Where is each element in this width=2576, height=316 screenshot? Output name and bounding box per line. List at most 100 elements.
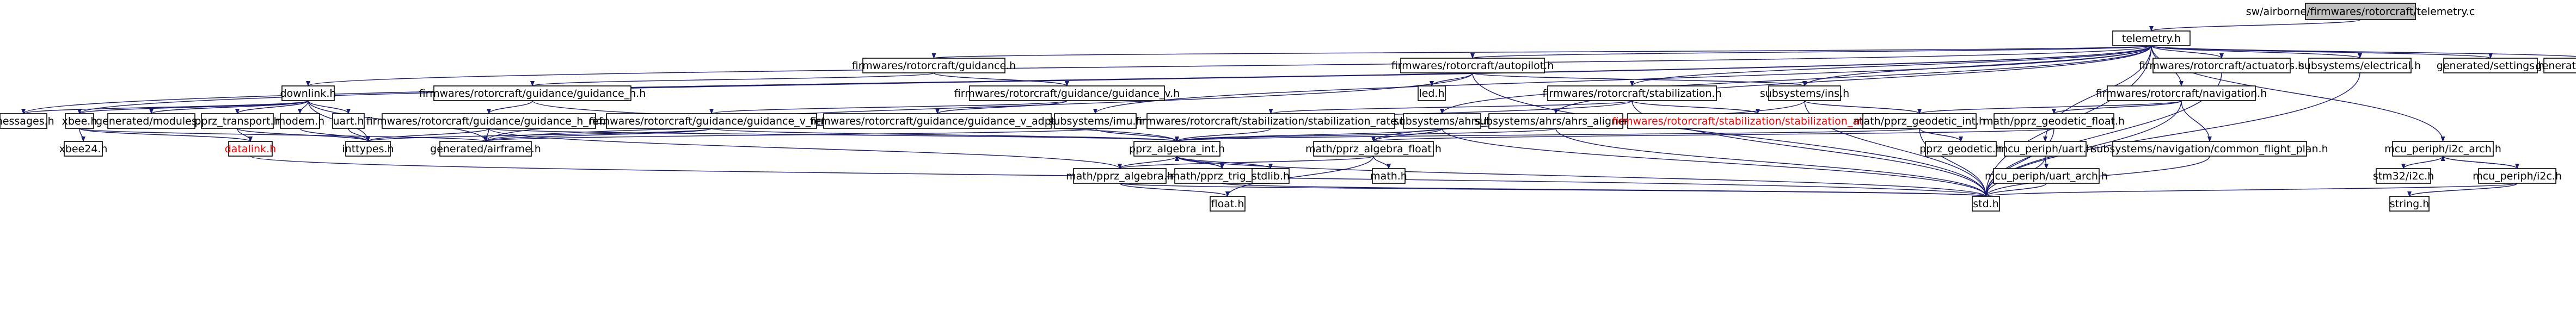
node-ins-h[interactable]: subsystems/ins.h xyxy=(1760,85,1849,101)
node-label: stm32/i2c.h xyxy=(2373,170,2434,182)
node-electrical-h[interactable]: subsystems/electrical.h xyxy=(2299,58,2421,73)
node-guidance-v-adpt-h[interactable]: firmwares/rotorcraft/guidance/guidance_v… xyxy=(810,113,1065,129)
edge-downlink_h-to-gen_modules_h xyxy=(149,100,309,114)
edge-mcu_i2c_h-to-std_h xyxy=(1984,183,2518,197)
node-geodetic-float-h[interactable]: math/pprz_geodetic_float.h xyxy=(1983,113,2125,129)
node-geodetic-int-h[interactable]: math/pprz_geodetic_int.h xyxy=(1854,113,1985,129)
node-label: pprz_transport.h xyxy=(194,115,280,127)
node-box xyxy=(1133,141,1220,157)
node-guidance-h[interactable]: firmwares/rotorcraft/guidance.h xyxy=(852,58,1016,73)
node-label: modem.h xyxy=(275,115,324,127)
node-algebra-h[interactable]: math/pprz_algebra.h xyxy=(1066,168,1174,184)
node-autopilot-h[interactable]: firmwares/rotorcraft/autopilot.h xyxy=(1391,58,1554,73)
edge-geodetic_int_h-to-algebra_int_h xyxy=(1175,128,1920,142)
edge-guidance_v_h-to-guidance_v_adpt_h xyxy=(935,100,1068,114)
edge-autopilot_h-to-airframe_h xyxy=(483,72,1473,142)
node-pprz-geodetic-h[interactable]: pprz_geodetic.h xyxy=(1919,141,2002,157)
node-xbee24-h[interactable]: xbee24.h xyxy=(59,141,108,157)
node-guidance-v-h[interactable]: firmwares/rotorcraft/guidance/guidance_v… xyxy=(954,85,1180,101)
edge-navigation_h-to-geodetic_int_h xyxy=(1917,100,2182,114)
node-label: math/pprz_trig_int.h xyxy=(1170,170,1274,182)
edge-geodetic_float_h-to-algebra_float_h xyxy=(1371,128,2054,142)
node-led-h[interactable]: led.h xyxy=(1418,85,1446,101)
node-box xyxy=(107,113,195,129)
node-box xyxy=(280,113,320,129)
node-label: math.h xyxy=(1370,170,1407,182)
edge-algebra_float_h-to-math_h xyxy=(1373,156,1391,169)
edge-guidance_h_ref_h-to-algebra_int_h xyxy=(488,128,1179,142)
node-label: subsystems/navigation/common_flight_plan… xyxy=(2091,143,2328,155)
node-telemetry-h[interactable]: telemetry.h xyxy=(2112,30,2191,46)
node-guidance-v-ref-h[interactable]: firmwares/rotorcraft/guidance/guidance_v… xyxy=(589,113,834,129)
edge-telemetry_h-to-guidance_h xyxy=(933,45,2152,59)
node-box xyxy=(2112,30,2191,46)
node-stab-att-h[interactable]: firmwares/rotorcraft/stabilization/stabi… xyxy=(1612,113,1904,129)
edge-downlink_h-to-pprz_transport_h xyxy=(235,100,309,114)
node-label: std.h xyxy=(1973,198,1999,210)
edge-telemetry_h-to-autopilot_h xyxy=(1470,45,2152,59)
node-trig-int-h[interactable]: math/pprz_trig_int.h xyxy=(1170,168,1274,184)
node-uart-arch-h[interactable]: mcu_periph/uart_arch.h xyxy=(1985,168,2108,184)
node-i2c-arch-h[interactable]: mcu_periph/i2c_arch.h xyxy=(2384,141,2501,157)
node-flight-plan-h[interactable]: subsystems/navigation/common_flight_plan… xyxy=(2091,141,2328,157)
node-label: math/pprz_geodetic_int.h xyxy=(1854,115,1985,127)
node-label: string.h xyxy=(2390,198,2430,210)
node-label: generated/settings.h xyxy=(2437,60,2544,72)
node-box xyxy=(1054,113,1137,129)
node-label: led.h xyxy=(1419,88,1444,100)
node-math-h: math.h xyxy=(1370,168,1407,184)
edge-telemetry_h-to-periodic_h xyxy=(2151,45,2576,57)
node-datalink-h[interactable]: datalink.h xyxy=(225,141,276,157)
node-label: math/pprz_geodetic_float.h xyxy=(1983,115,2125,127)
edge-xbee_h-to-datalink_h xyxy=(79,128,253,142)
node-std-h[interactable]: std.h xyxy=(1972,196,2000,212)
node-pprz-transport-h[interactable]: pprz_transport.h xyxy=(194,113,280,129)
node-label: generated/periodic.h xyxy=(2536,60,2576,72)
node-modem-h[interactable]: modem.h xyxy=(275,113,324,129)
node-stabilization-h[interactable]: firmwares/rotorcraft/stabilization.h xyxy=(1542,85,1722,101)
node-algebra-int-h[interactable]: pprz_algebra_int.h xyxy=(1129,141,1225,157)
node-label: firmwares/rotorcraft/guidance.h xyxy=(852,60,1016,72)
node-xbee-h[interactable]: xbee.h xyxy=(62,113,97,129)
node-label: messages.h xyxy=(0,115,54,127)
node-algebra-float-h[interactable]: math/pprz_algebra_float.h xyxy=(1305,141,1442,157)
node-ahrs-aligner-h[interactable]: subsystems/ahrs/ahrs_aligner.h xyxy=(1474,113,1637,129)
node-label: firmwares/rotorcraft/guidance/guidance_v… xyxy=(589,115,834,127)
node-label: subsystems/imu.h xyxy=(1048,115,1143,127)
edge-ahrs_aligner_h-to-std_h xyxy=(1555,128,1988,197)
node-guidance-h-h[interactable]: firmwares/rotorcraft/guidance/guidance_h… xyxy=(419,85,646,101)
edge-guidance_v_ref_h-to-inttypes_h xyxy=(366,128,712,142)
node-ahrs-h[interactable]: subsystems/ahrs.h xyxy=(1394,113,1491,129)
node-actuators-h[interactable]: firmwares/rotorcraft/actuators.h xyxy=(2139,58,2304,73)
node-stab-rate-h[interactable]: firmwares/rotorcraft/stabilization/stabi… xyxy=(1135,113,1407,129)
node-box xyxy=(2389,196,2430,212)
node-box xyxy=(2107,85,2256,101)
node-box xyxy=(65,113,94,129)
edge-autopilot_h-to-ins_h xyxy=(1472,72,1807,86)
node-label: xbee.h xyxy=(62,115,97,127)
node-mcu-uart-h[interactable]: mcu_periph/uart.h xyxy=(1998,141,2093,157)
node-navigation-h[interactable]: firmwares/rotorcraft/navigation.h xyxy=(2096,85,2267,101)
node-label: firmwares/rotorcraft/actuators.h xyxy=(2139,60,2304,72)
node-imu-h[interactable]: subsystems/imu.h xyxy=(1048,113,1143,129)
node-downlink-h[interactable]: downlink.h xyxy=(280,85,336,101)
node-uart-h[interactable]: uart.h xyxy=(332,113,365,129)
edge-algebra_float_h-to-float_h xyxy=(1225,156,1374,197)
node-mcu-i2c-h[interactable]: mcu_periph/i2c.h xyxy=(2473,168,2562,184)
node-guidance-h-ref-h[interactable]: firmwares/rotorcraft/guidance/guidance_h… xyxy=(366,113,612,129)
node-box xyxy=(1862,113,1977,129)
edge-xbee_h-to-airframe_h xyxy=(79,128,488,142)
edge-stab_rate_h-to-algebra_int_h xyxy=(1175,128,1272,142)
node-label: firmwares/rotorcraft/autopilot.h xyxy=(1391,60,1554,72)
edge-mcu_i2c_h-to-string_h xyxy=(2407,183,2518,197)
edge-guidance_v_ref_h-to-airframe_h xyxy=(483,128,712,142)
node-label: inttypes.h xyxy=(342,143,394,155)
node-label: datalink.h xyxy=(225,143,276,155)
edge-ahrs_aligner_h-to-algebra_int_h xyxy=(1175,128,1556,142)
node-box xyxy=(1488,113,1623,129)
node-box xyxy=(1418,85,1446,101)
edge-guidance_h-to-guidance_h_h xyxy=(530,72,935,86)
node-box xyxy=(433,85,631,101)
node-box xyxy=(2112,141,2307,157)
